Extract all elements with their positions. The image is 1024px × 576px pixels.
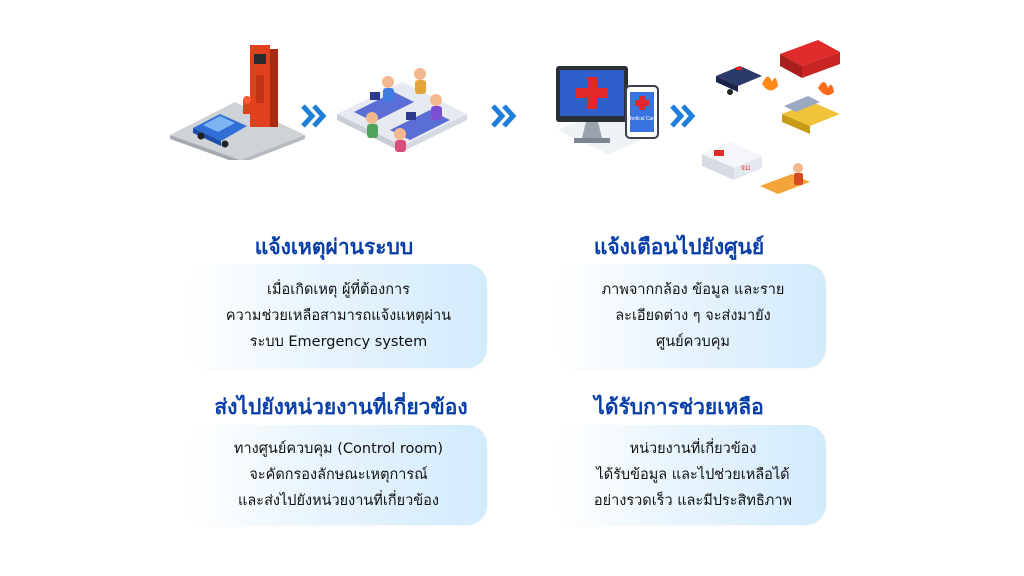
step-text-line: ศูนย์ควบคุม (656, 334, 730, 350)
ambulance-label: 911 (741, 166, 751, 172)
step-text-line: ระบบ Emergency system (249, 334, 428, 350)
chevron-right-icon (301, 104, 327, 128)
step-title-report: แจ้งเหตุผ่านระบบ (254, 235, 414, 259)
step-text-line: ได้รับข้อมูล และไปช่วยเหลือได้ (596, 467, 790, 483)
rescue-services-illustration: 911 (702, 40, 840, 194)
step-title-dispatch: ส่งไปยังหน่วยงานที่เกี่ยวข้อง (214, 395, 468, 419)
step-text-line: และส่งไปยังหน่วยงานที่เกี่ยวข้อง (238, 493, 439, 509)
step-text-line: เมื่อเกิดเหตุ ผู้ที่ต้องการ (267, 282, 410, 298)
emergency-post-illustration (170, 45, 305, 160)
step-text-line: ภาพจากกล้อง ข้อมูล และราย (601, 282, 785, 298)
control-room-illustration (337, 68, 467, 152)
step-text-line: จะคัดกรองลักษณะเหตุการณ์ (249, 467, 428, 483)
chevron-right-icon (491, 104, 517, 128)
medical-monitor-illustration: Medical Card (556, 66, 660, 154)
chevron-right-icon (670, 104, 696, 128)
step-text-line: อย่างรวดเร็ว และมีประสิทธิภาพ (593, 493, 793, 509)
step-text-line: ละเอียดต่าง ๆ จะส่งมายัง (615, 308, 771, 324)
step-text-line: หน่วยงานที่เกี่ยวข้อง (629, 441, 757, 457)
tablet-label: Medical Card (627, 116, 657, 122)
step-card-assist: หน่วยงานที่เกี่ยวข้อง ได้รับข้อมูล และไป… (560, 425, 826, 525)
step-title-assist: ได้รับการช่วยเหลือ (594, 395, 764, 419)
step-text-line: ความช่วยเหลือสามารถแจ้งแหตุผ่าน (225, 308, 452, 324)
step-title-notify: แจ้งเตือนไปยังศูนย์ (593, 235, 765, 259)
step-card-report: เมื่อเกิดเหตุ ผู้ที่ต้องการ ความช่วยเหลื… (190, 264, 487, 368)
step-text-line: ทางศูนย์ควบคุม (Control room) (233, 441, 444, 457)
step-card-notify: ภาพจากกล้อง ข้อมูล และราย ละเอียดต่าง ๆ … (560, 264, 826, 368)
step-card-dispatch: ทางศูนย์ควบคุม (Control room) จะคัดกรองล… (190, 425, 487, 525)
